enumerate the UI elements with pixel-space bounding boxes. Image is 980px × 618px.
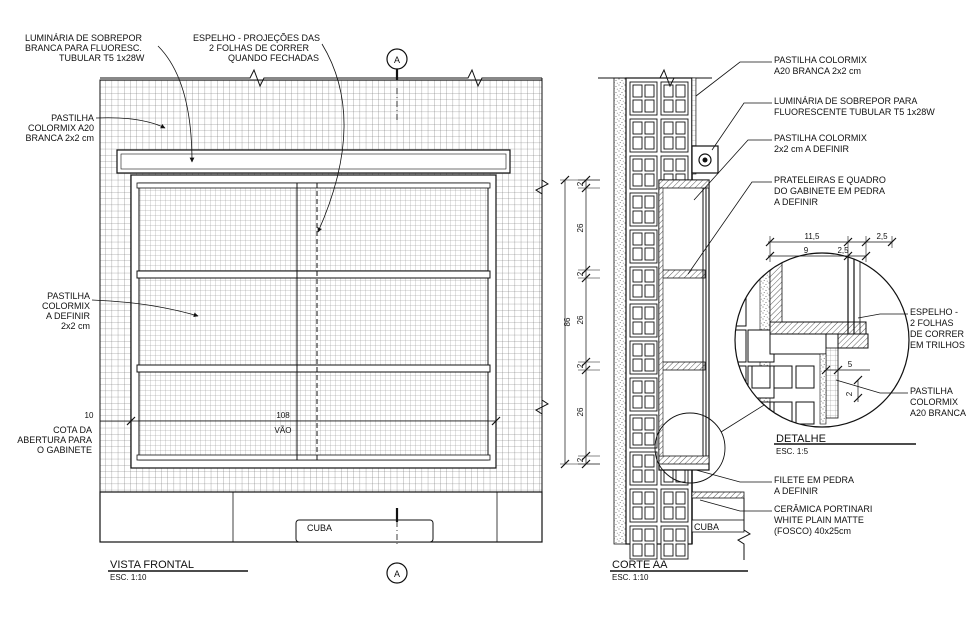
front-shelf-1 xyxy=(136,270,491,279)
section-marker-bottom: A xyxy=(386,562,408,584)
section-view-title: CORTE AA xyxy=(612,559,668,571)
svg-text:LUMINÁRIA DE SOBREPOR: LUMINÁRIA DE SOBREPOR xyxy=(25,33,143,43)
detail-dim-11-5: 11,5 xyxy=(805,232,821,241)
svg-text:ESPELHO - PROJEÇÕES DAS: ESPELHO - PROJEÇÕES DAS xyxy=(193,33,320,43)
svg-text:A20 BRANCA: A20 BRANCA xyxy=(910,408,966,418)
detail-label-tile: PASTILHA COLORMIX A20 BRANCA xyxy=(835,379,966,418)
detail-dim-5: 5 xyxy=(848,360,853,369)
svg-text:PASTILHA COLORMIX: PASTILHA COLORMIX xyxy=(774,133,867,143)
svg-text:COLORMIX: COLORMIX xyxy=(910,397,958,407)
front-cuba xyxy=(295,519,434,543)
section-label-luminaire: LUMINÁRIA DE SOBREPOR PARA FLUORESCENTE … xyxy=(711,96,935,151)
svg-text:QUANDO FECHADAS: QUANDO FECHADAS xyxy=(228,53,319,63)
svg-text:2 FOLHAS: 2 FOLHAS xyxy=(910,318,954,328)
svg-text:2: 2 xyxy=(576,363,585,368)
section-label-fillet: FILETE EM PEDRA A DEFINIR xyxy=(695,469,854,496)
detail-dimensions: 11,5 2,5 9 2,5 5 2 xyxy=(765,232,897,403)
section-dimensions: 86 2 26 2 26 2 26 2 xyxy=(560,175,600,469)
section-cuba-label: CUBA xyxy=(694,522,719,532)
svg-text:A: A xyxy=(394,569,400,579)
section-marker-top: A xyxy=(386,48,408,70)
front-label-tile-define: PASTILHA COLORMIX A DEFINIR 2x2 cm xyxy=(42,291,199,331)
front-shelf-2 xyxy=(136,364,491,373)
front-label-opening: COTA DA ABERTURA PARA O GABINETE xyxy=(17,425,92,455)
svg-text:COLORMIX A20: COLORMIX A20 xyxy=(28,123,94,133)
section-label-ceramic: CERÂMICA PORTINARI WHITE PLAIN MATTE (FO… xyxy=(699,499,872,536)
front-luminaire xyxy=(116,149,511,174)
front-dim-width: 108 xyxy=(276,411,290,420)
svg-text:PASTILHA: PASTILHA xyxy=(51,113,94,123)
svg-text:DE CORRER: DE CORRER xyxy=(910,329,965,339)
svg-text:2: 2 xyxy=(576,271,585,276)
svg-text:TUBULAR T5 1x28W: TUBULAR T5 1x28W xyxy=(59,53,145,63)
front-dim-vao: VÃO xyxy=(275,426,292,435)
svg-text:EM TRILHOS: EM TRILHOS xyxy=(910,340,965,350)
svg-text:A DEFINIR: A DEFINIR xyxy=(46,311,91,321)
svg-text:COLORMIX: COLORMIX xyxy=(42,301,90,311)
svg-text:WHITE PLAIN MATTE: WHITE PLAIN MATTE xyxy=(774,515,864,525)
svg-text:ESPELHO -: ESPELHO - xyxy=(910,307,958,317)
section-view: CUBA 86 2 26 2 26 2 26 2 PASTILHA COLORM… xyxy=(560,55,935,582)
svg-text:DO GABINETE EM PEDRA: DO GABINETE EM PEDRA xyxy=(774,186,885,196)
front-view-scale: ESC. 1:10 xyxy=(110,573,147,582)
svg-text:2: 2 xyxy=(576,181,585,186)
detail-dim-2: 2 xyxy=(845,391,854,396)
svg-text:26: 26 xyxy=(576,223,585,232)
svg-text:PASTILHA: PASTILHA xyxy=(47,291,90,301)
svg-text:COTA DA: COTA DA xyxy=(53,425,92,435)
svg-text:PASTILHA COLORMIX: PASTILHA COLORMIX xyxy=(774,55,867,65)
front-dim-left: 10 xyxy=(85,411,94,420)
svg-text:2: 2 xyxy=(576,457,585,462)
svg-text:PASTILHA: PASTILHA xyxy=(910,386,953,396)
svg-text:O GABINETE: O GABINETE xyxy=(37,445,92,455)
svg-text:BRANCA PARA FLUORESC.: BRANCA PARA FLUORESC. xyxy=(25,43,142,53)
detail-title: DETALHE xyxy=(776,433,826,445)
front-label-tile-white: PASTILHA COLORMIX A20 BRANCA 2x2 cm xyxy=(25,113,166,143)
section-label-tile-define: PASTILHA COLORMIX 2x2 cm A DEFINIR xyxy=(693,133,867,201)
svg-text:2 FOLHAS DE CORRER: 2 FOLHAS DE CORRER xyxy=(209,43,310,53)
svg-text:A20 BRANCA 2x2 cm: A20 BRANCA 2x2 cm xyxy=(774,66,861,76)
svg-text:LUMINÁRIA DE SOBREPOR PARA: LUMINÁRIA DE SOBREPOR PARA xyxy=(774,96,917,106)
detail-scale: ESC. 1:5 xyxy=(776,447,809,456)
section-luminaire xyxy=(691,145,719,174)
detail-label-mirror: ESPELHO - 2 FOLHAS DE CORRER EM TRILHOS xyxy=(857,307,965,350)
detail-dim-2-5-top: 2,5 xyxy=(876,232,888,241)
svg-text:FILETE EM PEDRA: FILETE EM PEDRA xyxy=(774,475,854,485)
svg-text:PRATELEIRAS E QUADRO: PRATELEIRAS E QUADRO xyxy=(774,175,886,185)
svg-text:A DEFINIR: A DEFINIR xyxy=(774,486,819,496)
svg-text:FLUORESCENTE TUBULAR T5 1x28W: FLUORESCENTE TUBULAR T5 1x28W xyxy=(774,107,935,117)
detail-view: 11,5 2,5 9 2,5 5 2 ESPELHO - 2 FOLHAS DE… xyxy=(734,232,966,456)
front-cuba-label: CUBA xyxy=(307,523,332,533)
detail-dim-2-5: 2,5 xyxy=(837,246,849,255)
svg-text:26: 26 xyxy=(576,315,585,324)
front-view: CUBA A A 10 108 VÃO LUMINÁRIA DE SOBREPO… xyxy=(17,33,549,584)
front-label-mirror: ESPELHO - PROJEÇÕES DAS 2 FOLHAS DE CORR… xyxy=(193,33,345,233)
svg-text:A: A xyxy=(394,55,400,65)
section-label-shelves: PRATELEIRAS E QUADRO DO GABINETE EM PEDR… xyxy=(687,175,886,275)
section-dim-total: 86 xyxy=(563,317,572,326)
detail-dim-9: 9 xyxy=(804,246,809,255)
svg-text:ABERTURA PARA: ABERTURA PARA xyxy=(17,435,92,445)
svg-text:(FOSCO) 40x25cm: (FOSCO) 40x25cm xyxy=(774,526,851,536)
front-label-luminaire: LUMINÁRIA DE SOBREPOR BRANCA PARA FLUORE… xyxy=(25,33,195,163)
svg-text:A DEFINIR: A DEFINIR xyxy=(774,197,819,207)
svg-text:2x2 cm A DEFINIR: 2x2 cm A DEFINIR xyxy=(774,144,850,154)
section-view-scale: ESC. 1:10 xyxy=(612,573,649,582)
front-view-title: VISTA FRONTAL xyxy=(110,559,194,571)
section-label-tile-white: PASTILHA COLORMIX A20 BRANCA 2x2 cm xyxy=(695,55,867,97)
section-cabinet xyxy=(658,179,710,471)
svg-text:CERÂMICA PORTINARI: CERÂMICA PORTINARI xyxy=(774,504,872,514)
svg-text:BRANCA 2x2 cm: BRANCA 2x2 cm xyxy=(25,133,94,143)
svg-text:2x2 cm: 2x2 cm xyxy=(61,321,90,331)
svg-text:26: 26 xyxy=(576,407,585,416)
